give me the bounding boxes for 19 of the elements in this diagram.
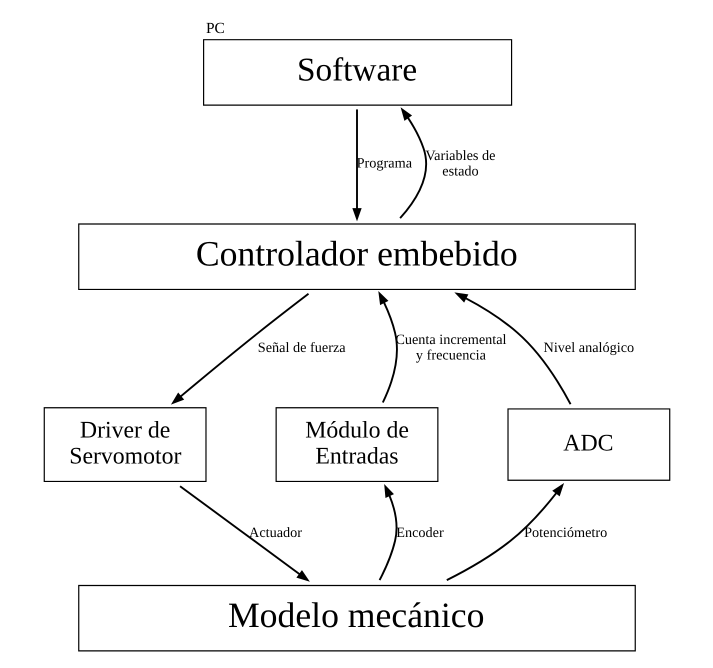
edge-label: Potenciómetro — [524, 524, 607, 541]
arrow — [352, 109, 362, 222]
node-box: Controlador embebido — [78, 223, 636, 290]
edge-label: Actuador — [248, 524, 302, 541]
arrow — [179, 485, 310, 582]
arrow — [454, 292, 571, 405]
node-box: Módulo de Entradas — [275, 407, 438, 482]
node-box: ADC — [506, 408, 670, 481]
node-label: PC — [205, 20, 224, 38]
edge-label: Señal de fuerza — [257, 340, 346, 356]
node-box: Driver de Servomotor — [43, 407, 206, 482]
arrow — [378, 484, 397, 581]
node-box: Software — [202, 39, 512, 106]
edge-label: Nivel analógico — [543, 340, 634, 356]
arrow — [446, 482, 564, 581]
arrow — [398, 107, 426, 219]
arrow — [378, 291, 398, 403]
node-box: Modelo mecánico — [78, 584, 636, 652]
arrow — [170, 293, 309, 405]
